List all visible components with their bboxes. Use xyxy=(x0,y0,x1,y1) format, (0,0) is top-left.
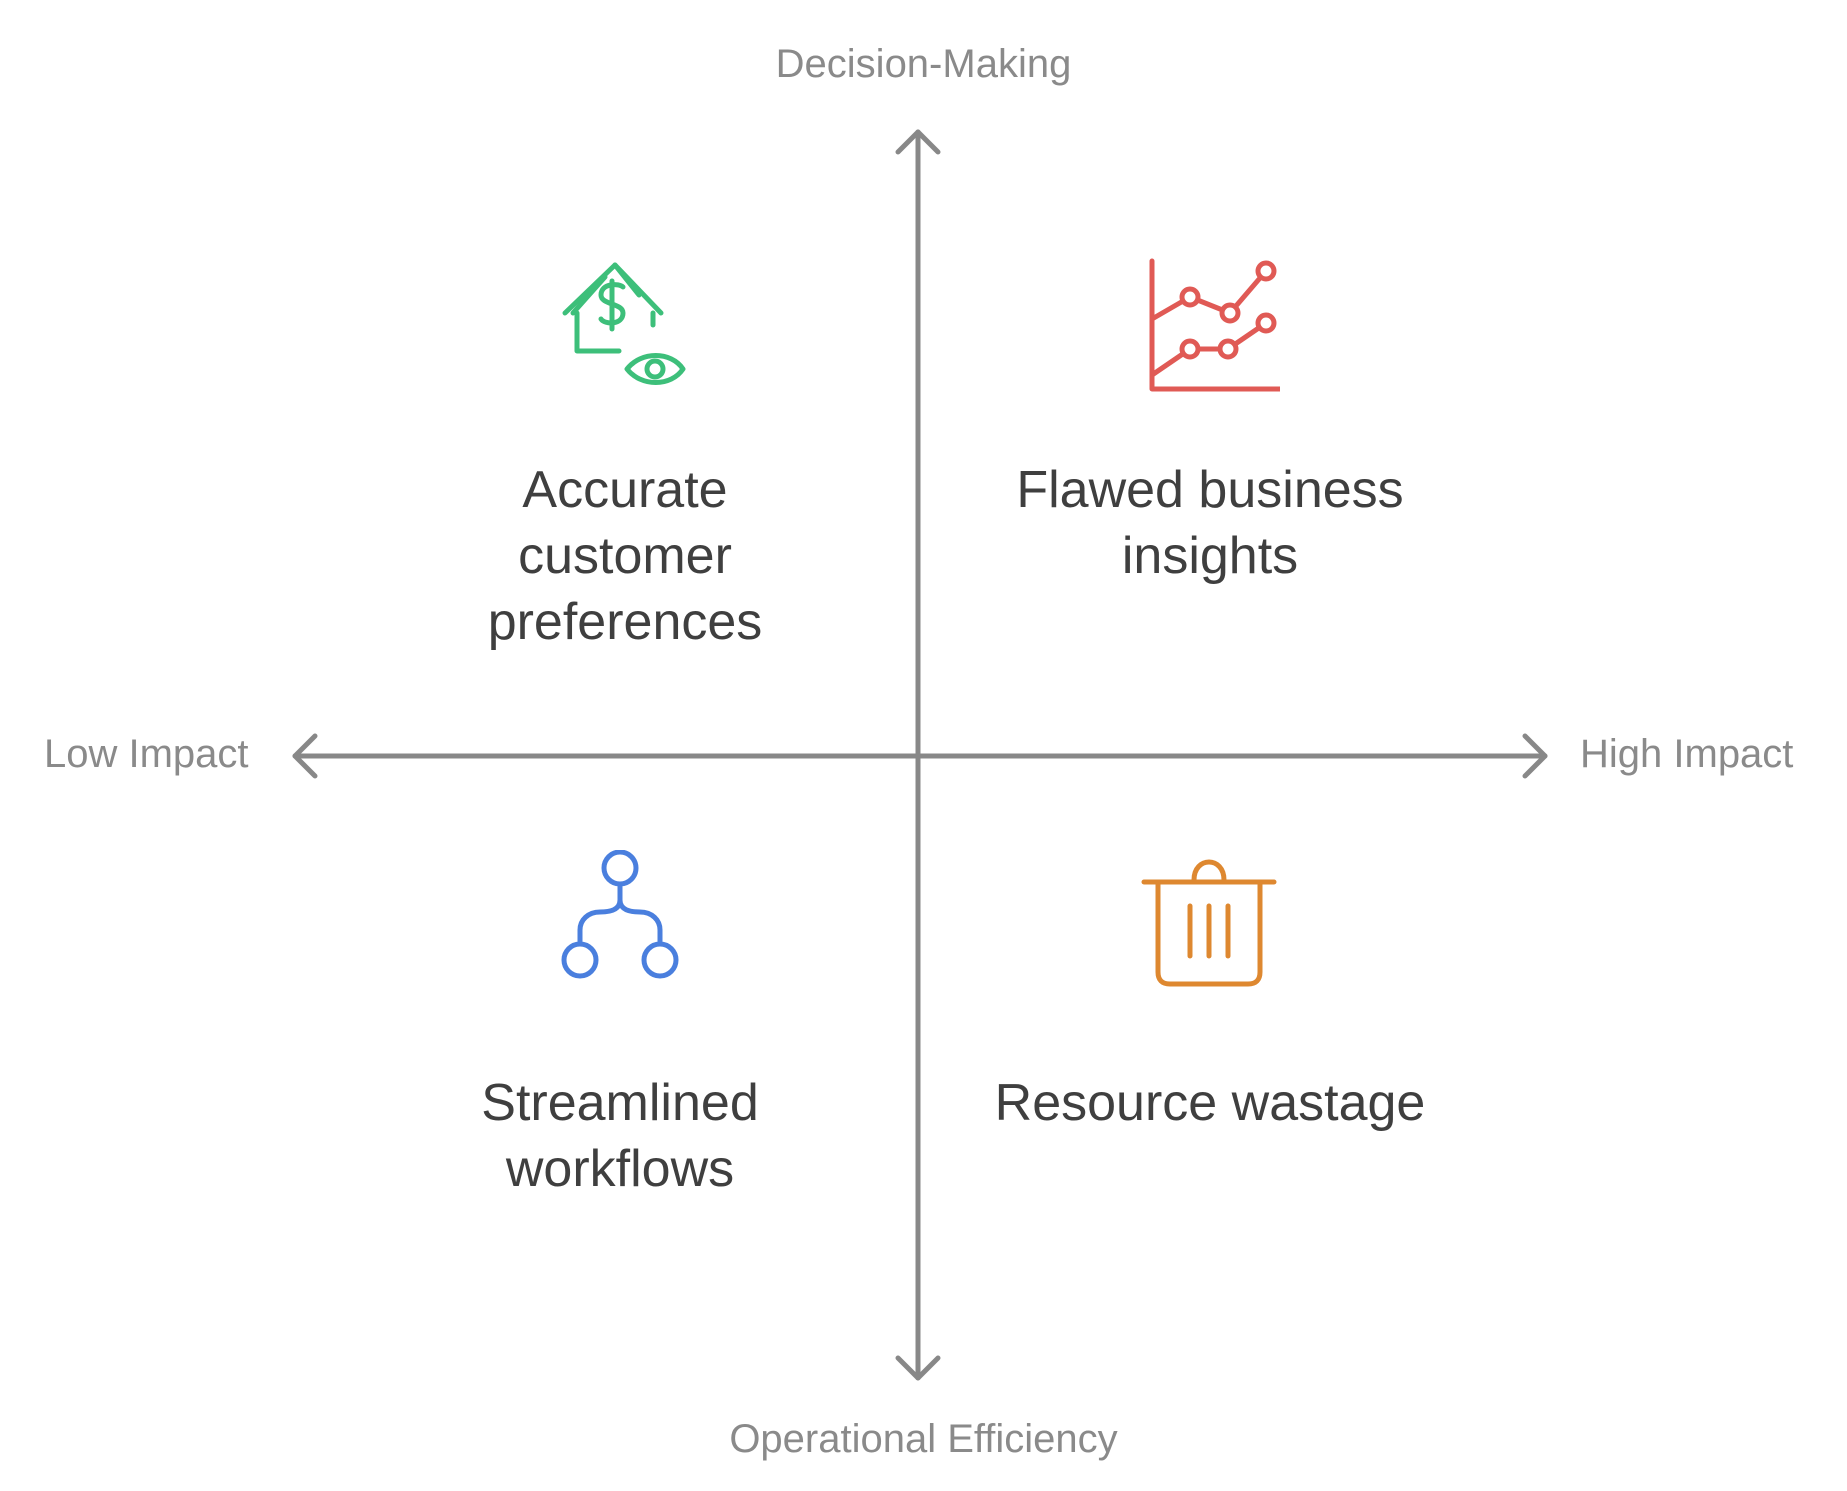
arrow-right-icon xyxy=(1522,733,1548,779)
quadrant-top-right: Flawed business insights xyxy=(960,255,1460,589)
quadrant-label: Flawed business insights xyxy=(1016,461,1404,585)
arrow-left-icon xyxy=(292,733,318,779)
axis-label-bottom: Operational Efficiency xyxy=(729,1417,1118,1461)
quadrant-label: Resource wastage xyxy=(994,1074,1426,1132)
arrow-down-icon xyxy=(895,1355,941,1381)
axis-label-left: Low Impact xyxy=(44,732,249,776)
quadrant-label: Accurate customer preferences xyxy=(487,461,763,651)
quadrant-bottom-left: Streamlined workflows xyxy=(420,850,820,1202)
quadrant-label: Streamlined workflows xyxy=(481,1074,759,1198)
workflow-branch-icon xyxy=(561,850,679,979)
trash-can-icon xyxy=(1141,859,1277,987)
arrow-up-icon xyxy=(895,129,941,155)
line-chart-icon xyxy=(1149,258,1280,392)
axis-label-top: Decision-Making xyxy=(775,42,1072,86)
house-dollar-eye-icon xyxy=(562,262,686,385)
axis-label-right: High Impact xyxy=(1580,732,1794,776)
quadrant-top-left: Accurate customer preferences xyxy=(425,255,825,655)
quadrant-bottom-right: Resource wastage xyxy=(960,850,1460,1136)
